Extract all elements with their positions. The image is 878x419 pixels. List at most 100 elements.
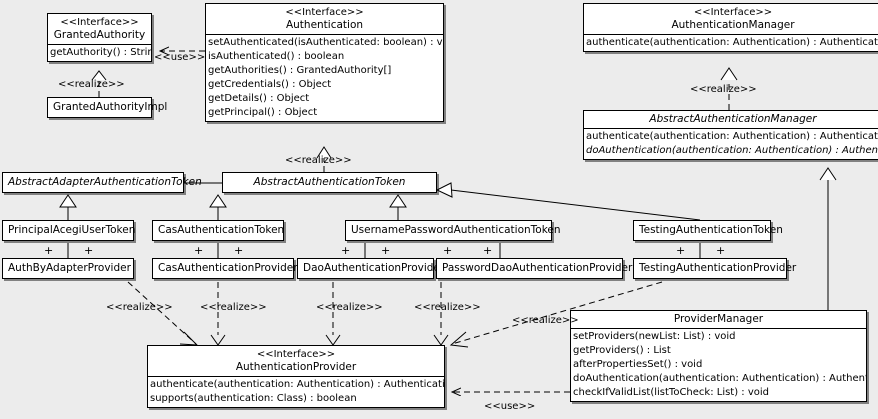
class-name: PrincipalAcegiUserToken [8,224,136,236]
methods-compartment: getAuthority() : String [48,44,151,61]
edge-label-use-provider-manager: <<use>> [484,401,536,412]
class-name: AbstractAdapterAuthenticationToken [8,176,202,188]
class-granted-authority[interactable]: <<Interface>> GrantedAuthority getAuthor… [47,13,152,62]
class-header: <<Interface>> AuthenticationManager [584,4,878,34]
class-header: DaoAuthenticationProvider [298,259,445,278]
class-name: PasswordDaoAuthenticationProvider [442,262,633,274]
edge-label-realize-dao-authentication-provider: <<realize>> [316,302,383,313]
class-name: GrantedAuthority [53,29,146,41]
assoc-plus-testing-token-right: + [716,244,726,257]
method-after-properties-set: afterPropertiesSet() : void [573,359,703,370]
method-get-credentials: getCredentials() : Object [208,79,332,90]
class-principal-acegi-user-token[interactable]: PrincipalAcegiUserToken [2,220,136,241]
class-authentication-manager[interactable]: <<Interface>> AuthenticationManager auth… [583,3,878,52]
assoc-plus-username-token-right: + [381,244,391,257]
class-name: CasAuthenticationProvider [158,262,298,274]
class-granted-authority-impl[interactable]: GrantedAuthorityImpl [47,97,168,118]
method-do-authentication: doAuthentication(authentication: Authent… [586,145,878,156]
edge-label-realize-auth-by-adapter-provider: <<realize>> [106,302,173,313]
class-header: TestingAuthenticationProvider [634,259,797,278]
class-header: AbstractAuthenticationManager [584,111,878,128]
class-header: GrantedAuthorityImpl [48,98,168,117]
class-username-password-authentication-token[interactable]: UsernamePasswordAuthenticationToken [345,220,561,241]
method-get-authority: getAuthority() : String [50,47,151,58]
class-authentication-provider[interactable]: <<Interface>> AuthenticationProvider aut… [147,345,445,408]
class-name: TestingAuthenticationToken [639,224,783,236]
edge-label-use-granted-authority: <<use>> [154,52,206,63]
class-header: PrincipalAcegiUserToken [3,221,136,240]
class-header: <<Interface>> Authentication [206,4,443,34]
assoc-plus-cas-token-right: + [234,244,244,257]
class-header: ProviderManager [571,311,866,328]
class-abstract-authentication-token[interactable]: AbstractAuthenticationToken [222,172,437,193]
stereotype-label: <<Interface>> [285,7,364,18]
method-get-details: getDetails() : Object [208,93,310,104]
stereotype-label: <<Interface>> [60,17,139,28]
methods-compartment: authenticate(authentication: Authenticat… [148,376,444,407]
class-name: AbstractAuthenticationManager [649,113,817,125]
class-header: CasAuthenticationToken [153,221,285,240]
class-testing-authentication-provider[interactable]: TestingAuthenticationProvider [633,258,797,279]
class-cas-authentication-token[interactable]: CasAuthenticationToken [152,220,284,241]
class-name: DaoAuthenticationProvider [303,262,445,274]
method-authenticate: authenticate(authentication: Authenticat… [586,37,878,48]
method-get-authorities: getAuthorities() : GrantedAuthority[] [208,65,392,76]
assoc-plus-testing-token-left: + [676,244,686,257]
method-authenticate: authenticate(authentication: Authenticat… [150,379,444,390]
assoc-plus-username-token-right2: + [483,244,493,257]
class-name: ProviderManager [673,313,764,325]
class-name: AuthenticationProvider [235,361,357,373]
class-name: AbstractAuthenticationToken [253,176,406,188]
class-auth-by-adapter-provider[interactable]: AuthByAdapterProvider [2,258,134,279]
stereotype-label: <<Interface>> [693,7,773,18]
assoc-plus-principal-token-left: + [44,244,54,257]
class-header: <<Interface>> GrantedAuthority [48,14,151,44]
class-name: Authentication [285,19,364,31]
edge-label-realize-abstract-authentication-token: <<realize>> [285,155,352,166]
assoc-plus-username-token-left: + [341,244,351,257]
method-authenticate: authenticate(authentication: Authenticat… [586,131,878,142]
methods-compartment: setProviders(newList: List) : void getPr… [571,328,866,401]
class-header: TestingAuthenticationToken [634,221,783,240]
method-set-authenticated: setAuthenticated(isAuthenticated: boolea… [208,37,443,48]
methods-compartment: setAuthenticated(isAuthenticated: boolea… [206,34,443,121]
edge-label-realize-granted-authority-impl: <<realize>> [58,79,125,90]
methods-compartment: authenticate(authentication: Authenticat… [584,128,878,159]
class-name: AuthenticationManager [671,19,795,31]
class-dao-authentication-provider[interactable]: DaoAuthenticationProvider [297,258,445,279]
class-name: GrantedAuthorityImpl [53,101,168,113]
assoc-plus-username-token-left2: + [443,244,453,257]
method-do-authentication: doAuthentication(authentication: Authent… [573,373,866,384]
class-header: AuthByAdapterProvider [3,259,133,278]
class-password-dao-authentication-provider[interactable]: PasswordDaoAuthenticationProvider [436,258,633,279]
method-is-authenticated: isAuthenticated() : boolean [208,51,345,62]
assoc-plus-principal-token-right: + [84,244,94,257]
method-get-principal: getPrincipal() : Object [208,107,318,118]
class-authentication[interactable]: <<Interface>> Authentication setAuthenti… [205,3,444,122]
edge-label-realize-password-dao-authentication-provider: <<realize>> [414,302,481,313]
edge-label-realize-testing-authentication-provider: <<realize>> [512,315,579,326]
methods-compartment: authenticate(authentication: Authenticat… [584,34,878,51]
class-name: TestingAuthenticationProvider [639,262,797,274]
class-provider-manager[interactable]: ProviderManager setProviders(newList: Li… [570,310,867,402]
class-cas-authentication-provider[interactable]: CasAuthenticationProvider [152,258,298,279]
class-header: UsernamePasswordAuthenticationToken [346,221,561,240]
edge-label-realize-abstract-authentication-manager: <<realize>> [690,84,757,95]
class-header: CasAuthenticationProvider [153,259,298,278]
class-header: PasswordDaoAuthenticationProvider [437,259,633,278]
method-check-if-valid-list: checkIfValidList(listToCheck: List) : vo… [573,387,770,398]
stereotype-label: <<Interface>> [256,349,336,360]
assoc-plus-cas-token-left: + [194,244,204,257]
class-abstract-adapter-authentication-token[interactable]: AbstractAdapterAuthenticationToken [2,172,202,193]
class-name: UsernamePasswordAuthenticationToken [351,224,561,236]
class-header: <<Interface>> AuthenticationProvider [148,346,444,376]
class-header: AbstractAdapterAuthenticationToken [3,173,202,192]
edge-label-realize-cas-authentication-provider: <<realize>> [200,302,267,313]
class-header: AbstractAuthenticationToken [223,173,436,192]
method-get-providers: getProviders() : List [573,345,671,356]
class-abstract-authentication-manager[interactable]: AbstractAuthenticationManager authentica… [583,110,878,160]
class-name: CasAuthenticationToken [158,224,285,236]
method-set-providers: setProviders(newList: List) : void [573,331,736,342]
class-testing-authentication-token[interactable]: TestingAuthenticationToken [633,220,783,241]
